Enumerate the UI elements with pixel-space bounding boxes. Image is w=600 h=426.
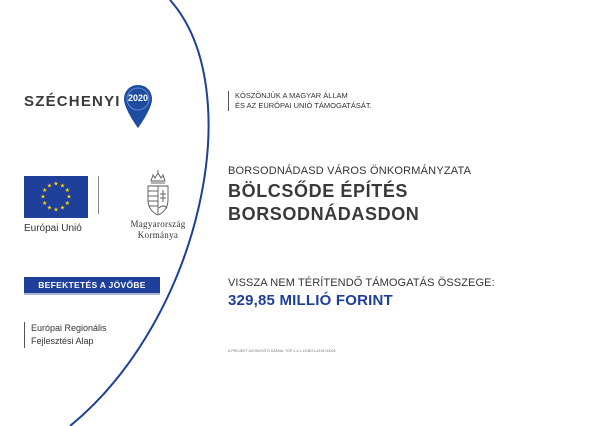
location-pin-icon — [124, 85, 152, 128]
eu-logo: ★ ★ ★ ★ ★ ★ ★ ★ ★ ★ ★ ★ Európai Unió — [24, 176, 88, 234]
svg-text:★: ★ — [60, 205, 65, 212]
hungarian-crest-icon — [147, 170, 169, 216]
government-name: Magyarország Kormánya — [116, 219, 200, 241]
eu-flag-icon: ★ ★ ★ ★ ★ ★ ★ ★ ★ ★ ★ ★ — [24, 176, 88, 218]
beneficiary-name: BORSODNÁDASD VÁROS ÖNKORMÁNYZATA — [228, 165, 472, 177]
svg-text:★: ★ — [53, 181, 58, 188]
thanks-line-1: KÖSZÖNJÜK A MAGYAR ÁLLAM — [235, 91, 348, 100]
thanks-line-2: ÉS AZ EURÓPAI UNIÓ TÁMOGATÁSÁT. — [235, 101, 372, 110]
eu-label: Európai Unió — [24, 223, 82, 234]
government-line-2: Kormánya — [137, 230, 179, 240]
svg-text:★: ★ — [66, 194, 71, 201]
government-logo: Magyarország Kormánya — [116, 168, 200, 241]
svg-text:★: ★ — [60, 182, 65, 189]
eu-stars: ★ ★ ★ ★ ★ ★ ★ ★ ★ ★ ★ ★ — [40, 181, 71, 214]
project-title-line-1: BÖLCSŐDE ÉPÍTÉS — [228, 181, 409, 201]
fund-line-2: Fejlesztési Alap — [31, 336, 94, 346]
government-line-1: Magyarország — [130, 219, 186, 229]
project-title-line-2: BORSODNÁDASDON — [228, 204, 420, 224]
invest-badge: BEFEKTETÉS A JÖVŐBE — [24, 277, 160, 293]
svg-text:★: ★ — [42, 200, 47, 207]
szechenyi-year: 2020 — [127, 93, 149, 103]
grant-label: VISSZA NEM TÉRÍTENDŐ TÁMOGATÁS ÖSSZEGE: — [228, 277, 495, 289]
fund-text: Európai Regionális Fejlesztési Alap — [24, 322, 107, 348]
svg-text:★: ★ — [40, 194, 45, 201]
svg-text:★: ★ — [47, 182, 52, 189]
szechenyi-wordmark: SZÉCHENYI — [24, 93, 121, 110]
logo-divider — [98, 176, 99, 214]
svg-text:★: ★ — [65, 187, 70, 194]
project-title: BÖLCSŐDE ÉPÍTÉS BORSODNÁDASDON — [228, 180, 419, 226]
svg-text:★: ★ — [42, 187, 47, 194]
grant-amount: 329,85 MILLIÓ FORINT — [228, 292, 393, 309]
thanks-text: KÖSZÖNJÜK A MAGYAR ÁLLAM ÉS AZ EURÓPAI U… — [228, 91, 372, 111]
svg-text:★: ★ — [53, 207, 58, 214]
svg-text:★: ★ — [65, 200, 70, 207]
project-id: A PROJEKT AZONOSÍTÓ SZÁMA: TOP-1.4.1-15-… — [228, 349, 336, 353]
svg-text:★: ★ — [47, 205, 52, 212]
fund-line-1: Európai Regionális — [31, 323, 107, 333]
